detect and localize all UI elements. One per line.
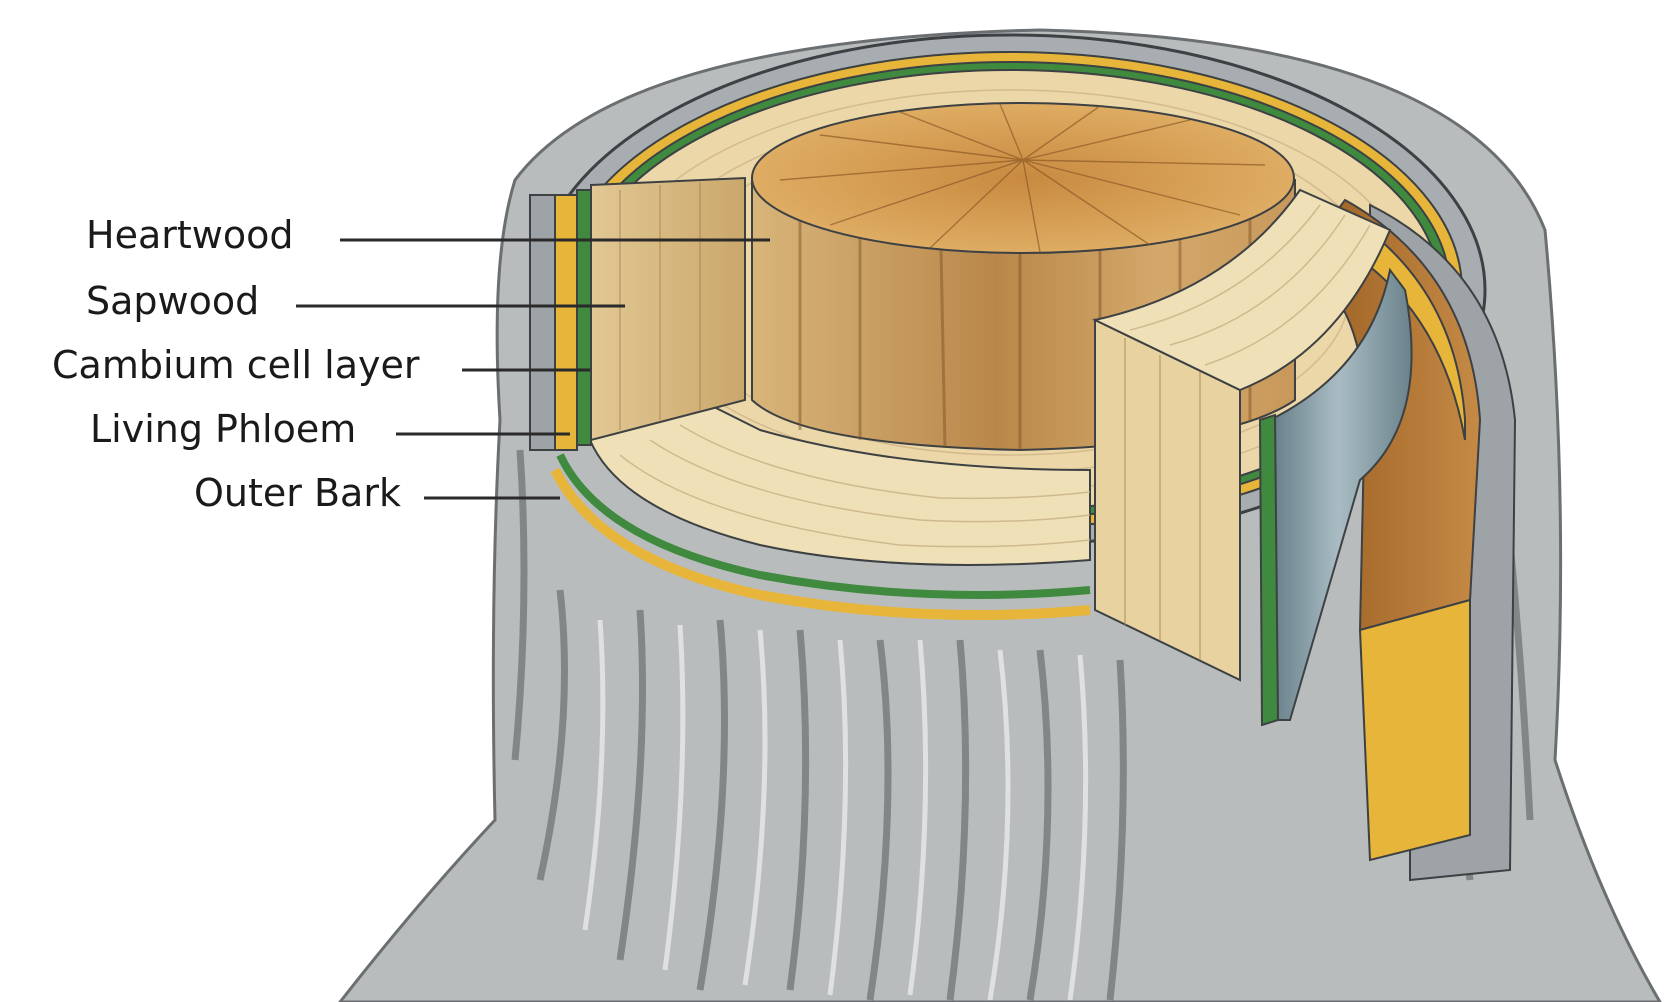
cambium-label: Cambium cell layer xyxy=(52,343,420,387)
cutaway-floor xyxy=(550,398,1091,620)
left-cut-face xyxy=(529,176,746,451)
heartwood-label: Heartwood xyxy=(86,213,294,257)
living-phloem-label: Living Phloem xyxy=(90,407,357,451)
heartwood-cylinder xyxy=(751,102,1296,452)
outer-bark-label: Outer Bark xyxy=(194,471,401,515)
sapwood-label: Sapwood xyxy=(86,279,260,323)
leader-lines xyxy=(296,238,770,500)
right-cut-slab xyxy=(1091,188,1517,882)
